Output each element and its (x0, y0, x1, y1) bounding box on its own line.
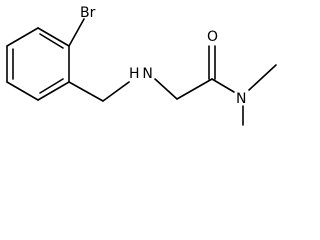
bond-n-methyl-up (248, 64, 277, 91)
molecule-diagram: Br H N O N (6, 5, 277, 126)
bond-ch2-nh (102, 81, 130, 102)
ring-bond-6 (6, 27, 39, 47)
atom-amine-nh: H N (129, 66, 153, 82)
bond-ch2-carbonyl (176, 78, 213, 100)
atom-amide-nitrogen: N (236, 91, 246, 107)
bond-c-br (68, 18, 85, 47)
benzene-ring (6, 27, 70, 101)
atom-bromine: Br (80, 5, 96, 21)
bond-ring-ch2 (68, 81, 104, 102)
ring-double-bond-1 (39, 33, 64, 49)
bond-nh-ch2 (154, 78, 178, 100)
ring-bond-4 (6, 81, 39, 101)
bond-carbonyl-n (211, 78, 235, 93)
ring-bond-3 (37, 81, 70, 101)
atom-carbonyl-oxygen: O (207, 29, 218, 45)
ring-bond-1 (37, 27, 70, 47)
ring-double-bond-2 (39, 78, 64, 94)
